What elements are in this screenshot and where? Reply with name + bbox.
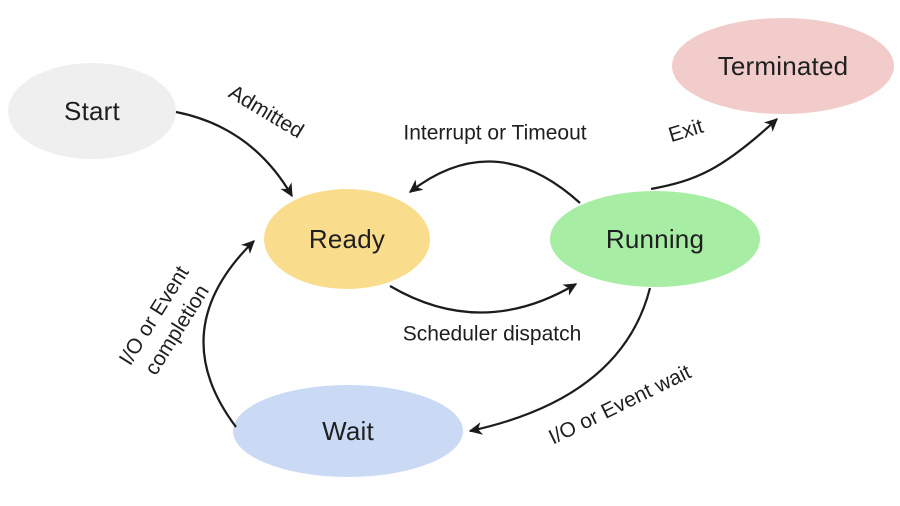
edge-label-io-or-event-completion: I/O or Event completion <box>113 261 219 385</box>
node-terminated-label: Terminated <box>717 50 849 81</box>
edge-label-scheduler-dispatch: Scheduler dispatch <box>402 322 582 346</box>
node-wait: Wait <box>233 385 463 477</box>
edge-label-admitted: Admitted <box>224 80 308 144</box>
edge-label-exit: Exit <box>665 114 707 147</box>
edge-scheduler-dispatch-arrow <box>389 283 578 314</box>
node-start: Start <box>8 63 176 159</box>
node-running-label: Running <box>605 223 705 254</box>
edge-io-or-event-completion-arrow <box>202 240 255 428</box>
node-running: Running <box>550 191 760 287</box>
node-ready: Ready <box>264 189 430 289</box>
node-wait-label: Wait <box>322 415 374 446</box>
node-terminated: Terminated <box>672 18 894 114</box>
edge-interrupt-or-timeout-arrow <box>408 160 581 204</box>
edge-label-interrupt-or-timeout: Interrupt or Timeout <box>403 121 587 145</box>
node-start-label: Start <box>64 95 120 126</box>
edge-label-io-or-event-wait: I/O or Event wait <box>545 360 695 450</box>
node-ready-label: Ready <box>308 223 386 254</box>
